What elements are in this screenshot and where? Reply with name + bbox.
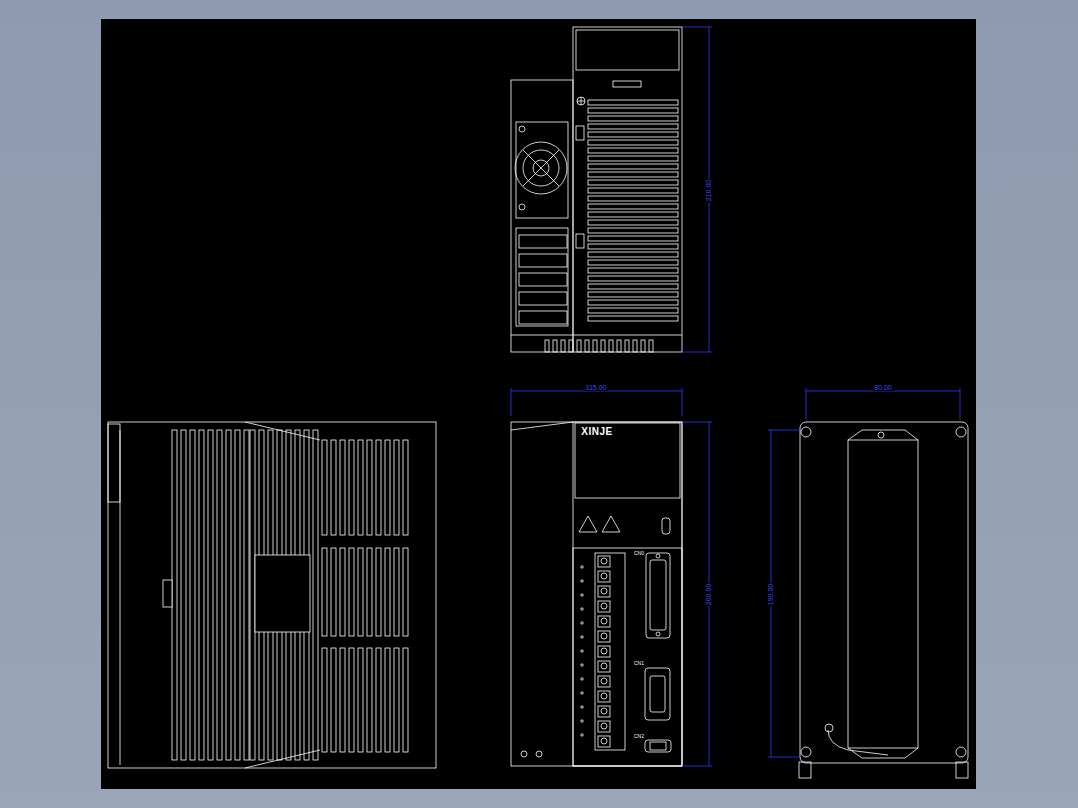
connector-name: CN1 [633,661,645,666]
connector-name: CN0 [633,551,645,556]
dimension-text: 190.00 [767,582,774,605]
dimension-text: 200.00 [705,582,712,605]
dimension-text: 80.00 [873,384,893,391]
connector-name: CN2 [633,734,645,739]
brand-mark: XINJE [580,427,613,437]
dimension-text: 210.00 [705,178,712,201]
dimension-text: 115.00 [585,384,608,391]
drawing-ground [101,19,976,789]
